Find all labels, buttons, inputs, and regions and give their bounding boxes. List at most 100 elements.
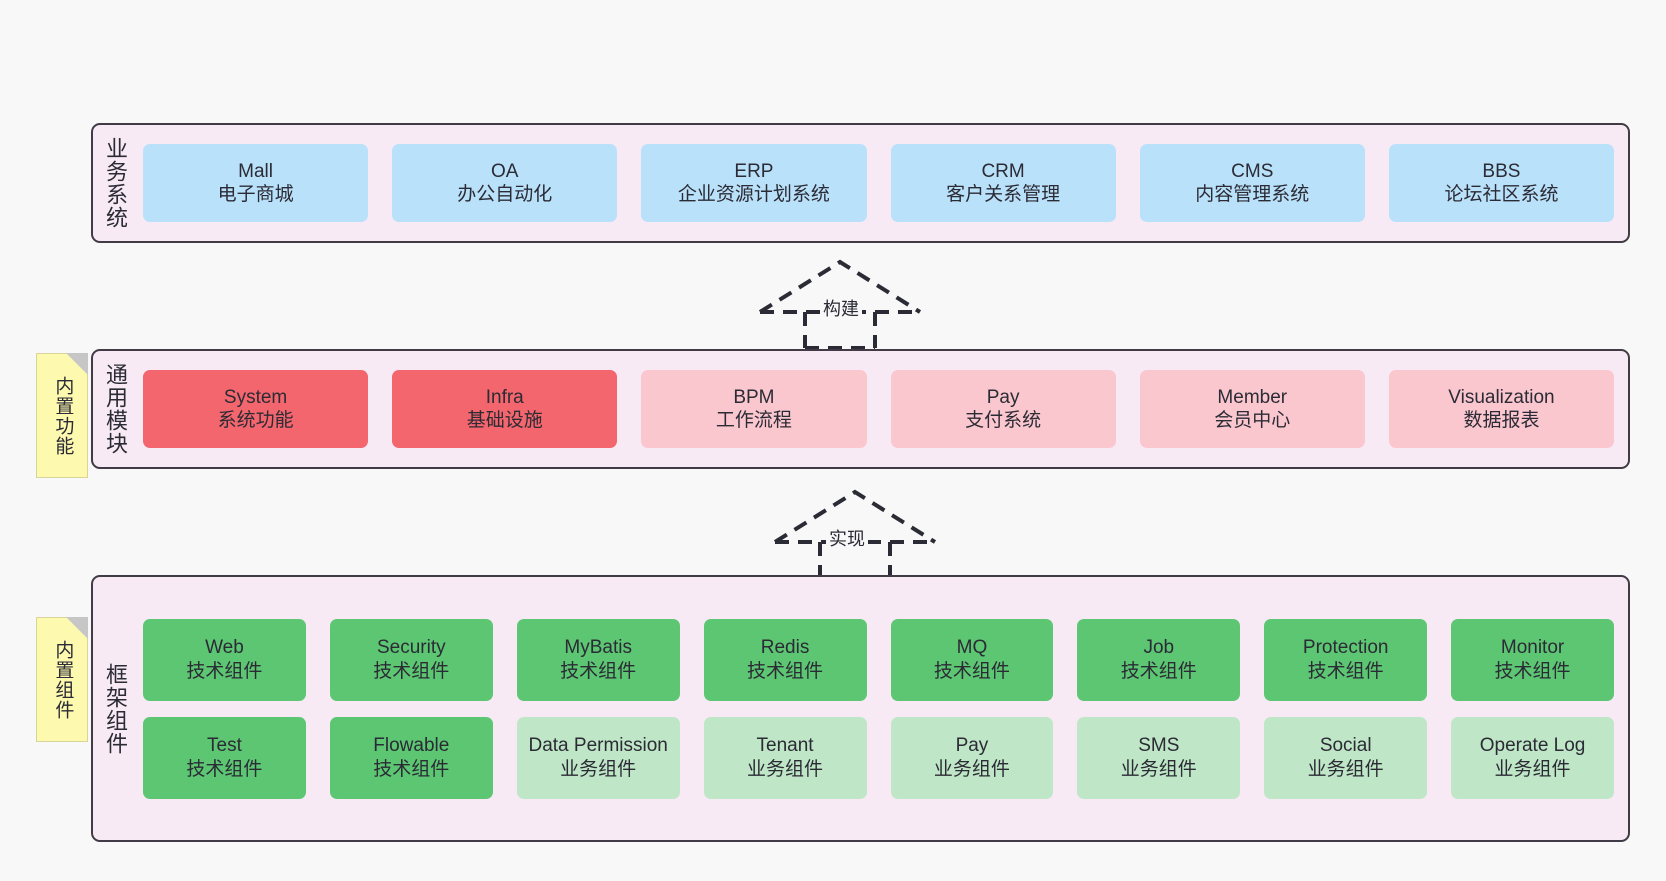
card-title-en: Test xyxy=(207,735,242,757)
card-title-en: Infra xyxy=(485,386,524,408)
arrow-label-realize: 实现 xyxy=(826,525,868,551)
card-title-cn: 技术组件 xyxy=(186,758,263,780)
card-title-cn: 技术组件 xyxy=(560,660,637,682)
card-title-cn: 业务组件 xyxy=(1120,758,1197,780)
card-oa[interactable]: OA 办公自动化 xyxy=(392,144,618,222)
layer-caption-common: 通用模块 xyxy=(102,363,128,455)
card-title-cn: 会员中心 xyxy=(1214,410,1291,431)
card-title-en: Pay xyxy=(986,386,1020,408)
card-cms[interactable]: CMS 内容管理系统 xyxy=(1139,144,1365,222)
card-row: Test 技术组件 Flowable 技术组件 Data Permission … xyxy=(143,716,1614,799)
card-monitor[interactable]: Monitor 技术组件 xyxy=(1451,618,1614,701)
card-infra[interactable]: Infra 基础设施 xyxy=(392,370,618,448)
card-redis[interactable]: Redis 技术组件 xyxy=(703,618,867,701)
card-title-en: SMS xyxy=(1138,735,1180,757)
card-title-en: System xyxy=(223,386,288,408)
card-title-en: MQ xyxy=(956,637,988,659)
card-title-en: Social xyxy=(1319,735,1372,757)
card-title-cn: 业务组件 xyxy=(1494,758,1571,780)
card-title-cn: 企业资源计划系统 xyxy=(677,184,830,205)
card-bpm[interactable]: BPM 工作流程 xyxy=(641,370,867,448)
note-builtin-function: 内置功能 xyxy=(36,353,88,478)
card-title-en: Protection xyxy=(1302,637,1389,659)
card-title-en: Visualization xyxy=(1448,386,1555,408)
card-title-cn: 业务组件 xyxy=(933,758,1010,780)
card-pay[interactable]: Pay 支付系统 xyxy=(890,370,1116,448)
card-operate-log[interactable]: Operate Log 业务组件 xyxy=(1451,716,1614,799)
note-builtin-component: 内置组件 xyxy=(36,617,88,742)
card-mybatis[interactable]: MyBatis 技术组件 xyxy=(516,618,680,701)
card-visualization[interactable]: Visualization 数据报表 xyxy=(1388,370,1615,448)
card-title-cn: 技术组件 xyxy=(373,758,450,780)
card-title-cn: 办公自动化 xyxy=(457,184,553,205)
card-tenant[interactable]: Tenant 业务组件 xyxy=(703,716,867,799)
layer-body-common: System 系统功能 Infra 基础设施 BPM 工作流程 Pay 支付系统… xyxy=(137,370,1628,448)
card-title-en: Security xyxy=(376,637,446,659)
card-mq[interactable]: MQ 技术组件 xyxy=(890,618,1054,701)
card-title-cn: 技术组件 xyxy=(1120,660,1197,682)
card-title-cn: 电子商城 xyxy=(217,184,294,205)
card-title-cn: 技术组件 xyxy=(747,660,824,682)
card-title-en: Job xyxy=(1143,637,1175,659)
layer-caption-framework: 框架组件 xyxy=(102,662,128,755)
card-sms[interactable]: SMS 业务组件 xyxy=(1077,716,1241,799)
layer-framework-component: 框架组件 Web 技术组件 Security 技术组件 MyBatis 技术组件… xyxy=(91,575,1630,842)
card-protection[interactable]: Protection 技术组件 xyxy=(1264,618,1428,701)
card-title-cn: 技术组件 xyxy=(186,660,263,682)
card-title-en: Pay xyxy=(955,735,989,757)
card-title-en: CMS xyxy=(1231,160,1274,182)
card-title-cn: 业务组件 xyxy=(747,758,824,780)
card-bbs[interactable]: BBS 论坛社区系统 xyxy=(1388,144,1615,222)
layer-business-system: 业务系统 Mall 电子商城 OA 办公自动化 ERP 企业资源计划系统 CRM… xyxy=(91,123,1630,243)
card-title-en: Data Permission xyxy=(528,735,668,757)
layer-caption-business: 业务系统 xyxy=(102,137,128,229)
card-row: Web 技术组件 Security 技术组件 MyBatis 技术组件 Redi… xyxy=(143,618,1614,701)
card-title-en: Flowable xyxy=(373,735,450,757)
card-title-cn: 支付系统 xyxy=(965,410,1042,431)
card-title-cn: 论坛社区系统 xyxy=(1444,184,1559,205)
card-title-en: BPM xyxy=(733,386,775,408)
card-title-cn: 技术组件 xyxy=(373,660,450,682)
card-title-en: ERP xyxy=(734,160,774,182)
card-system[interactable]: System 系统功能 xyxy=(143,370,369,448)
arrow-label-build: 构建 xyxy=(820,295,862,321)
layer-body-framework: Web 技术组件 Security 技术组件 MyBatis 技术组件 Redi… xyxy=(137,618,1628,799)
layer-body-business: Mall 电子商城 OA 办公自动化 ERP 企业资源计划系统 CRM 客户关系… xyxy=(137,144,1628,222)
card-title-en: BBS xyxy=(1482,160,1521,182)
card-title-en: Monitor xyxy=(1500,637,1565,659)
layer-common-module: 通用模块 System 系统功能 Infra 基础设施 BPM 工作流程 Pay… xyxy=(91,349,1630,469)
card-title-cn: 技术组件 xyxy=(933,660,1010,682)
card-member[interactable]: Member 会员中心 xyxy=(1139,370,1365,448)
card-title-en: OA xyxy=(491,160,519,182)
card-title-cn: 数据报表 xyxy=(1463,410,1540,431)
card-social[interactable]: Social 业务组件 xyxy=(1264,716,1428,799)
card-erp[interactable]: ERP 企业资源计划系统 xyxy=(641,144,867,222)
card-title-en: MyBatis xyxy=(564,637,632,659)
card-title-cn: 系统功能 xyxy=(217,410,294,431)
card-title-cn: 工作流程 xyxy=(715,410,792,431)
card-job[interactable]: Job 技术组件 xyxy=(1077,618,1241,701)
card-title-en: Mall xyxy=(238,160,273,182)
card-title-en: Web xyxy=(205,637,244,659)
card-title-cn: 技术组件 xyxy=(1494,660,1571,682)
card-row: System 系统功能 Infra 基础设施 BPM 工作流程 Pay 支付系统… xyxy=(143,370,1615,448)
card-mall[interactable]: Mall 电子商城 xyxy=(143,144,369,222)
card-title-cn: 业务组件 xyxy=(1307,758,1384,780)
card-crm[interactable]: CRM 客户关系管理 xyxy=(890,144,1116,222)
card-web[interactable]: Web 技术组件 xyxy=(143,618,306,701)
card-pay-business[interactable]: Pay 业务组件 xyxy=(890,716,1054,799)
card-flowable[interactable]: Flowable 技术组件 xyxy=(329,716,493,799)
card-title-en: Member xyxy=(1217,386,1288,408)
card-title-en: Operate Log xyxy=(1479,735,1586,757)
card-data-permission[interactable]: Data Permission 业务组件 xyxy=(516,716,680,799)
card-title-cn: 内容管理系统 xyxy=(1195,184,1310,205)
card-title-cn: 客户关系管理 xyxy=(946,184,1061,205)
card-row: Mall 电子商城 OA 办公自动化 ERP 企业资源计划系统 CRM 客户关系… xyxy=(143,144,1615,222)
card-title-cn: 基础设施 xyxy=(466,410,543,431)
card-test[interactable]: Test 技术组件 xyxy=(143,716,306,799)
card-title-cn: 业务组件 xyxy=(560,758,637,780)
card-security[interactable]: Security 技术组件 xyxy=(329,618,493,701)
card-title-en: Tenant xyxy=(756,735,814,757)
card-title-cn: 技术组件 xyxy=(1307,660,1384,682)
card-title-en: CRM xyxy=(981,160,1025,182)
